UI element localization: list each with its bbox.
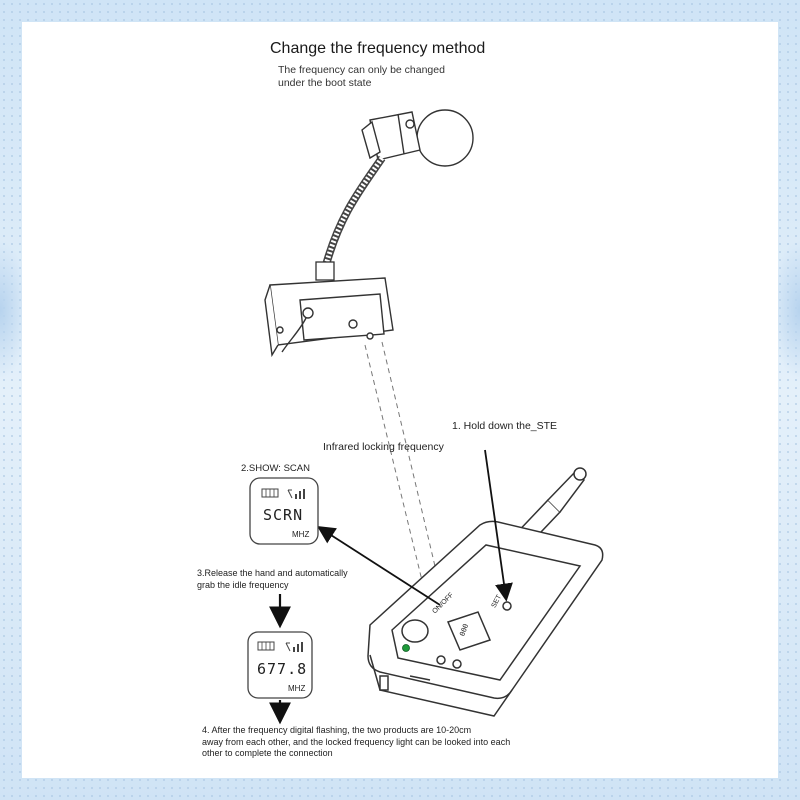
lcd-frequency <box>247 631 313 699</box>
infrared-label: Infrared locking frequency <box>323 441 444 453</box>
arrow-hold-set <box>484 449 513 602</box>
step2-label: 2.SHOW: SCAN <box>241 463 310 474</box>
page-title: Change the frequency method <box>270 40 486 57</box>
arrow-to-scan <box>316 526 441 606</box>
receiver-device <box>367 467 604 717</box>
step4-label: 4. After the frequency digital flashing,… <box>202 725 510 760</box>
gooseneck <box>315 155 386 281</box>
note-line: The frequency can only be changed <box>278 64 445 76</box>
microphone-head <box>361 109 474 167</box>
step1-label: 1. Hold down the_STE <box>452 420 558 432</box>
step3-line: grab the idle frequency <box>197 579 289 590</box>
lcd-frequency-text: 677.8 <box>257 660 308 678</box>
step3-line: 3.Release the hand and automatically <box>197 568 348 578</box>
lcd-scan-text: SCRN <box>263 506 304 524</box>
step4-line: other to complete the connection <box>202 748 333 758</box>
lcd-scan-unit: MHZ <box>292 530 310 539</box>
status-led <box>402 644 410 652</box>
step3-label: 3.Release the hand and automatically gra… <box>197 568 348 591</box>
transmitter-body <box>264 277 394 358</box>
boot-state-note: The frequency can only be changed under … <box>278 64 445 90</box>
note-line: under the boot state <box>278 77 372 89</box>
step4-line: away from each other, and the locked fre… <box>202 736 511 747</box>
lcd-frequency-unit: MHZ <box>288 684 306 693</box>
step4-line: 4. After the frequency digital flashing,… <box>202 725 472 735</box>
lcd-scan <box>249 477 319 545</box>
